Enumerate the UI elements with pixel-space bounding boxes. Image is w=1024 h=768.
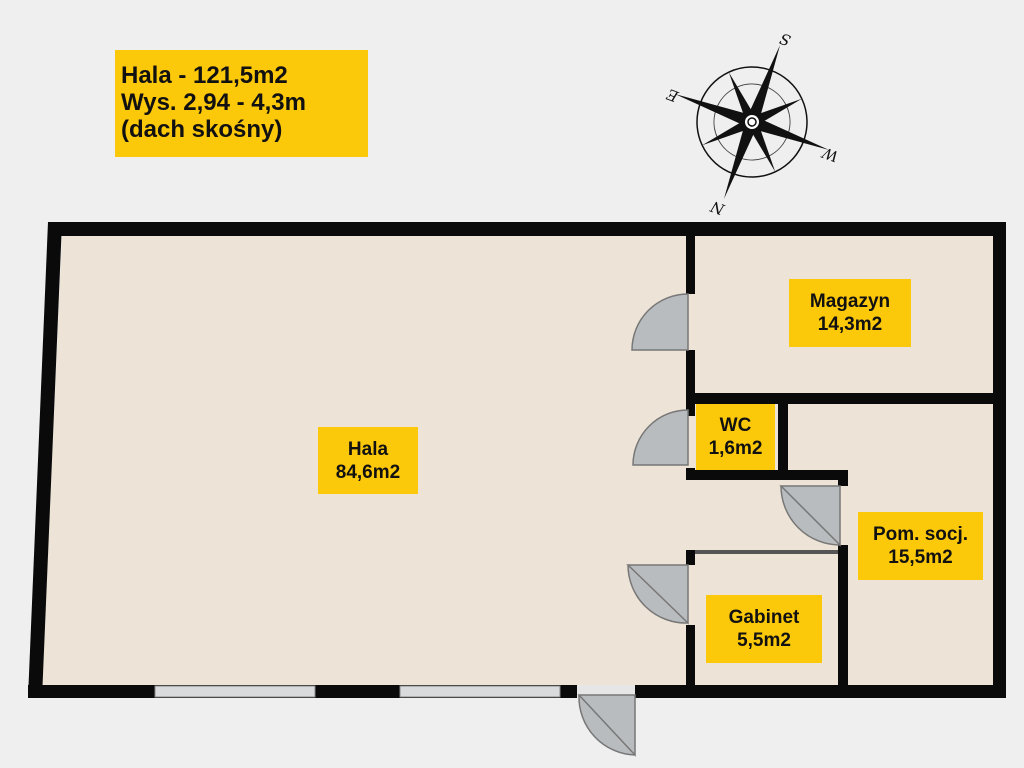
door-pom-socj[interactable] bbox=[779, 485, 841, 547]
door-magazyn[interactable] bbox=[631, 293, 689, 351]
door-gabinet[interactable] bbox=[626, 564, 689, 625]
floor bbox=[42, 236, 993, 685]
wall bbox=[778, 404, 788, 480]
wall bbox=[686, 404, 695, 416]
wall bbox=[838, 470, 848, 486]
compass-rose bbox=[674, 44, 830, 200]
summary-total: Hala - 121,5m2 bbox=[121, 62, 288, 89]
wall bbox=[686, 625, 695, 685]
wall-right bbox=[993, 222, 1006, 698]
summary-height: Wys. 2,94 - 4,3m bbox=[121, 89, 306, 116]
wall bbox=[686, 470, 848, 480]
window bbox=[399, 685, 561, 698]
room-label-hala: Hala 84,6m2 bbox=[318, 427, 418, 494]
window bbox=[154, 685, 316, 698]
wall bbox=[686, 350, 695, 405]
wall bbox=[838, 545, 848, 685]
room-label-pom-socj: Pom. socj. 15,5m2 bbox=[858, 512, 983, 580]
compass-e: E bbox=[664, 85, 681, 106]
room-name: Magazyn bbox=[809, 291, 891, 312]
room-name: Gabinet bbox=[728, 607, 800, 628]
room-name: Pom. socj. bbox=[872, 524, 969, 545]
wall bbox=[686, 393, 993, 404]
wall-left bbox=[28, 222, 62, 698]
room-area: 84,6m2 bbox=[335, 461, 401, 483]
room-area: 1,6m2 bbox=[708, 438, 763, 459]
summary-roof: (dach skośny) bbox=[121, 116, 283, 143]
room-name: WC bbox=[719, 415, 752, 436]
room-area: 5,5m2 bbox=[737, 630, 791, 651]
wall bbox=[686, 550, 695, 565]
room-label-gabinet: Gabinet 5,5m2 bbox=[706, 595, 822, 663]
room-area: 14,3m2 bbox=[817, 314, 883, 335]
room-area: 15,5m2 bbox=[888, 547, 953, 568]
compass-n: N bbox=[707, 197, 727, 219]
compass-s: S bbox=[777, 29, 793, 49]
wall-top bbox=[48, 222, 1006, 236]
room-label-wc: WC 1,6m2 bbox=[696, 404, 775, 470]
door-wc[interactable] bbox=[632, 409, 689, 466]
room-name: Hala bbox=[347, 438, 389, 460]
summary-label: Hala - 121,5m2 Wys. 2,94 - 4,3m (dach sk… bbox=[115, 50, 368, 157]
wall bbox=[686, 550, 838, 554]
compass-w: W bbox=[819, 143, 841, 166]
door-entrance[interactable] bbox=[577, 694, 636, 757]
room-label-magazyn: Magazyn 14,3m2 bbox=[789, 279, 911, 347]
wall bbox=[686, 236, 695, 294]
